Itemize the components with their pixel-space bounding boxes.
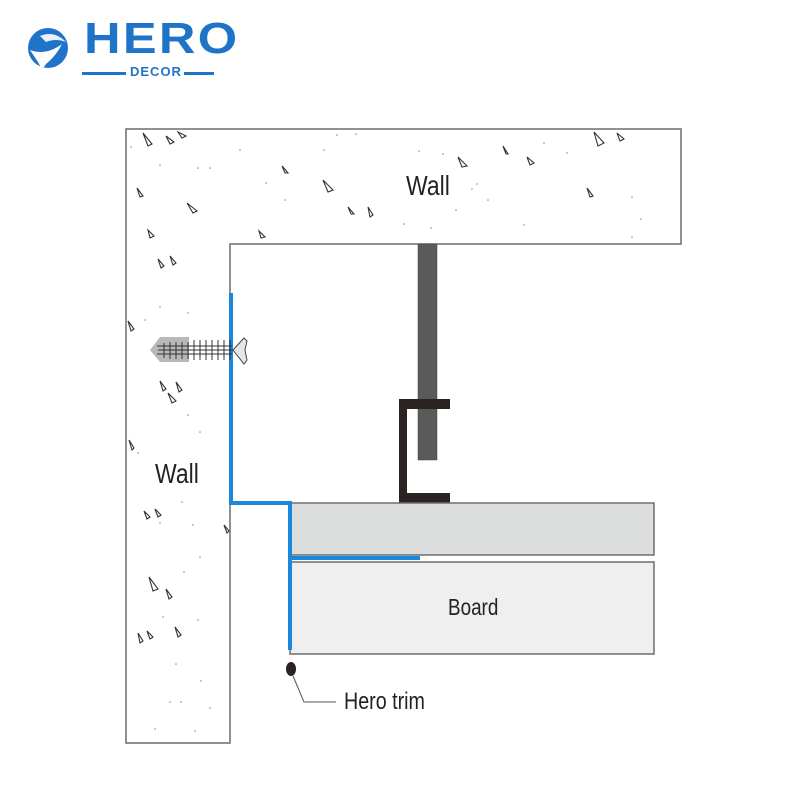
label-wall-left: Wall — [155, 458, 199, 489]
logo-subtitle: DECOR — [130, 64, 182, 79]
screw-anchor — [150, 337, 248, 365]
brand-logo: HERO DECOR — [26, 14, 237, 80]
upper-board — [289, 502, 655, 556]
logo-underline-left — [82, 72, 126, 75]
concrete-dots — [130, 133, 642, 732]
hanger-rod — [417, 243, 438, 461]
logo-title: HERO — [84, 14, 240, 63]
callout-leader — [292, 675, 336, 703]
hero-trim-profile — [229, 293, 292, 650]
logo-underline-right — [184, 72, 214, 75]
concrete-texture — [127, 130, 625, 644]
label-hero-trim: Hero trim — [344, 688, 425, 715]
lower-board — [289, 561, 655, 655]
hero-globe-icon — [28, 28, 68, 70]
label-board: Board — [448, 594, 499, 620]
callout-marker — [286, 662, 296, 676]
concrete-wall — [125, 128, 682, 744]
c-channel — [399, 399, 450, 503]
label-wall-top: Wall — [406, 170, 450, 201]
